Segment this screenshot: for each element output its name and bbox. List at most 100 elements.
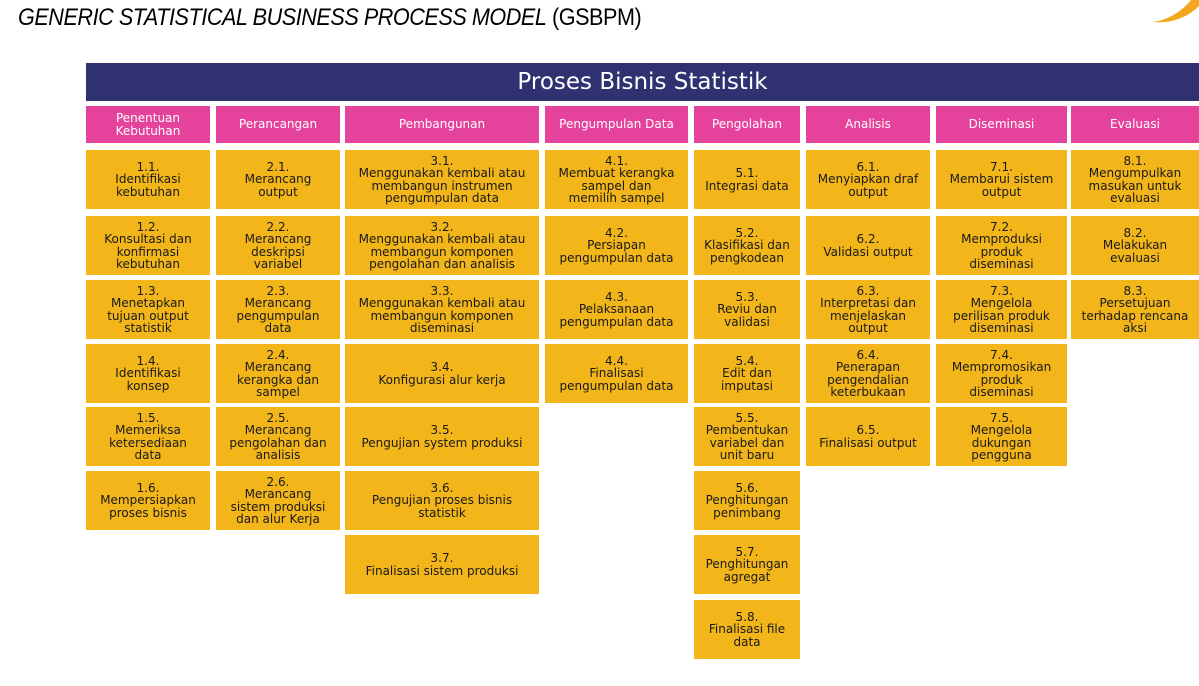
step-label: Mengelola perilisan produk diseminasi — [953, 296, 1050, 335]
process-step-box: 2.2.Merancang deskripsi variabel — [216, 216, 340, 275]
step-number: 3.2. — [430, 219, 454, 234]
process-step-text: 2.6.Merancang sistem produksi dan alur K… — [231, 475, 326, 526]
process-step-box: 1.6.Mempersiapkan proses bisnis — [86, 471, 210, 530]
step-number: 3.6. — [430, 480, 454, 495]
step-label: Merancang kerangka dan sampel — [237, 360, 319, 399]
step-number: 5.3. — [735, 289, 759, 304]
process-step-box: 4.2.Persiapan pengumpulan data — [545, 216, 688, 275]
process-step-text: 6.4.Penerapan pengendalian keterbukaan — [827, 348, 909, 399]
process-step-box: 1.1.Identifikasi kebutuhan — [86, 150, 210, 209]
process-step-text: 8.1.Mengumpulkan masukan untuk evaluasi — [1088, 153, 1182, 205]
process-step-text: 3.4.Konfigurasi alur kerja — [378, 361, 505, 386]
step-label: Penghitungan penimbang — [705, 493, 789, 520]
process-step-box: 7.5.Mengelola dukungan pengguna — [936, 407, 1067, 466]
process-step-text: 5.4.Edit dan imputasi — [721, 355, 773, 393]
step-number: 6.5. — [856, 423, 880, 437]
step-number: 7.4. — [990, 347, 1013, 362]
step-label: Persetujuan terhadap rencana aksi — [1081, 296, 1189, 335]
process-step-box: 2.5.Merancang pengolahan dan analisis — [216, 407, 340, 466]
process-step-box: 1.3.Menetapkan tujuan output statistik — [86, 280, 210, 339]
phase-header: Pengolahan — [694, 106, 800, 143]
process-step-box: 2.1.Merancang output — [216, 150, 340, 209]
step-label: Pengujian proses bisnis statistik — [371, 493, 513, 520]
process-step-text: 4.4.Finalisasi pengumpulan data — [560, 355, 674, 393]
step-label: Pengujian system produksi — [361, 435, 523, 450]
step-label: Penerapan pengendalian keterbukaan — [827, 360, 909, 399]
step-number: 7.5. — [990, 410, 1013, 425]
process-step-text: 4.3.Pelaksanaan pengumpulan data — [560, 291, 674, 329]
phase-column: Analisis 6.1.Menyiapkan draf output 6.2.Va… — [806, 106, 930, 466]
step-number: 5.7. — [735, 544, 759, 559]
phase-column: Pengolahan 5.1.Integrasi data 5.2.Klasifik… — [694, 106, 800, 659]
step-number: 3.5. — [430, 423, 454, 437]
step-label: Membuat kerangka sampel dan memilih samp… — [558, 166, 675, 205]
process-step-text: 4.1.Membuat kerangka sampel dan memilih … — [558, 154, 675, 205]
process-step-box: 1.4.Identifikasi konsep — [86, 344, 210, 403]
process-step-text: 8.2.Melakukan evaluasi — [1103, 227, 1167, 265]
process-step-box: 8.1.Mengumpulkan masukan untuk evaluasi — [1071, 150, 1199, 209]
step-label: Melakukan evaluasi — [1102, 238, 1168, 265]
process-step-box: 8.2.Melakukan evaluasi — [1071, 216, 1199, 275]
process-step-box: 5.2.Klasifikasi dan pengkodean — [694, 216, 800, 275]
step-label: Merancang pengumpulan data — [236, 296, 320, 335]
process-step-box: 3.3.Menggunakan kembali atau membangun k… — [345, 280, 539, 339]
process-step-box: 3.4.Konfigurasi alur kerja — [345, 344, 539, 403]
step-number: 5.1. — [735, 166, 759, 180]
process-step-text: 7.3.Mengelola perilisan produk diseminas… — [953, 283, 1050, 335]
process-step-text: 5.2.Klasifikasi dan pengkodean — [704, 227, 790, 265]
step-label: Memproduksi produk diseminasi — [961, 232, 1042, 271]
process-step-text: 2.1.Merancang output — [245, 161, 312, 199]
step-number: 2.2. — [266, 219, 290, 234]
step-label: Reviu dan validasi — [717, 302, 777, 329]
process-step-box: 5.7.Penghitungan agregat — [694, 535, 800, 594]
step-label: Menggunakan kembali atau membangun kompo… — [358, 296, 526, 335]
step-number: 3.3. — [430, 283, 454, 298]
process-step-text: 4.2.Persiapan pengumpulan data — [560, 227, 674, 265]
step-number: 8.3. — [1123, 283, 1147, 298]
step-number: 3.4. — [430, 360, 454, 374]
process-step-text: 5.5.Pembentukan variabel dan unit baru — [706, 411, 789, 462]
step-number: 1.5. — [136, 410, 160, 425]
process-step-text: 5.3.Reviu dan validasi — [717, 291, 777, 329]
step-label: Finalisasi output — [819, 435, 917, 450]
step-number: 7.3. — [990, 283, 1013, 298]
step-label: Identifikasi kebutuhan — [115, 172, 181, 199]
step-number: 5.4. — [735, 353, 759, 368]
step-label: Interpretasi dan menjelaskan output — [820, 296, 916, 335]
process-step-text: 7.4.Mempromosikan produk diseminasi — [951, 347, 1052, 399]
process-step-text: 5.7.Penghitungan agregat — [706, 546, 789, 584]
process-step-text: 1.2.Konsultasi dan konfirmasi kebutuhan — [104, 220, 192, 271]
process-step-box: 7.1.Membarui sistem output — [936, 150, 1067, 209]
process-step-text: 7.2.Memproduksi produk diseminasi — [961, 219, 1042, 271]
process-step-text: 3.2.Menggunakan kembali atau membangun k… — [359, 219, 526, 271]
step-label: Merancang pengolahan dan analisis — [229, 423, 327, 462]
step-number: 1.1. — [136, 159, 160, 174]
step-label: Edit dan imputasi — [721, 366, 773, 393]
corner-logo-icon — [1153, 0, 1199, 23]
process-step-box: 2.4.Merancang kerangka dan sampel — [216, 344, 340, 403]
step-number: 7.2. — [990, 219, 1013, 234]
step-number: 1.3. — [136, 283, 160, 298]
process-step-box: 7.2.Memproduksi produk diseminasi — [936, 216, 1067, 275]
process-step-box: 6.1.Menyiapkan draf output — [806, 150, 930, 209]
process-step-text: 3.1.Menggunakan kembali atau membangun i… — [359, 154, 526, 205]
process-step-text: 7.1.Membarui sistem output — [950, 161, 1054, 199]
process-step-text: 1.1.Identifikasi kebutuhan — [115, 161, 180, 199]
step-label: Identifikasi konsep — [115, 366, 181, 393]
step-label: Konsultasi dan konfirmasi kebutuhan — [104, 232, 192, 271]
process-step-box: 5.1.Integrasi data — [694, 150, 800, 209]
step-label: Merancang deskripsi variabel — [244, 232, 312, 271]
step-number: 8.1. — [1123, 153, 1147, 168]
process-step-text: 3.7.Finalisasi sistem produksi — [366, 552, 519, 577]
process-step-box: 5.6.Penghitungan penimbang — [694, 471, 800, 530]
step-label: Integrasi data — [705, 178, 789, 193]
step-label: Mengumpulkan masukan untuk evaluasi — [1088, 166, 1182, 205]
process-step-box: 6.2.Validasi output — [806, 216, 930, 275]
process-step-text: 8.3.Persetujuan terhadap rencana aksi — [1081, 283, 1189, 335]
step-number: 4.3. — [605, 289, 628, 304]
step-label: Mempromosikan produk diseminasi — [951, 360, 1052, 399]
phase-header: Analisis — [806, 106, 930, 143]
process-step-box: 7.3.Mengelola perilisan produk diseminas… — [936, 280, 1067, 339]
step-label: Konfigurasi alur kerja — [378, 372, 506, 387]
